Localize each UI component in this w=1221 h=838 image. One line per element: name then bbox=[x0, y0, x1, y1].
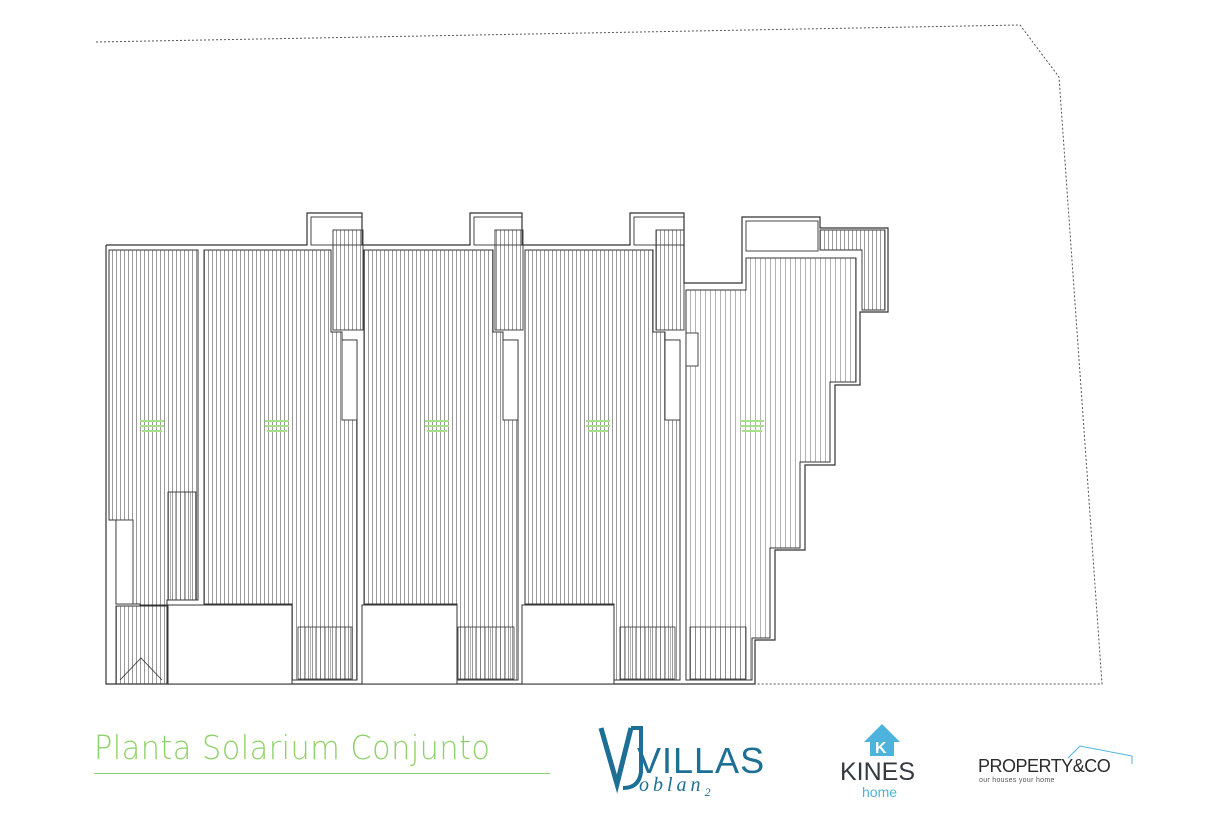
floor-plan-drawing bbox=[95, 24, 1103, 685]
villas-oblanco-logo: VILLAS oblan2 bbox=[595, 722, 765, 802]
villas-sub-text: oblan bbox=[639, 774, 705, 796]
stair-towers bbox=[310, 216, 886, 331]
roof-line-icon bbox=[1067, 745, 1133, 764]
plan-title: Planta Solarium Conjunto bbox=[94, 728, 491, 767]
roof-panels bbox=[108, 249, 857, 681]
property-co-logo: PROPERTY&CO our houses your home bbox=[978, 744, 1138, 794]
villas-v-icon bbox=[598, 726, 643, 794]
bottom-openings bbox=[167, 604, 615, 685]
service-shafts bbox=[115, 332, 699, 605]
bottom-left-stair bbox=[115, 605, 168, 685]
property-tagline: our houses your home bbox=[979, 777, 1055, 784]
room-label-marks bbox=[140, 420, 764, 432]
kines-sub: home bbox=[862, 784, 898, 800]
villas-sub: oblan2 bbox=[639, 774, 711, 800]
svg-text:K: K bbox=[875, 740, 887, 757]
house-icon: K bbox=[864, 724, 900, 757]
plot-boundary bbox=[95, 24, 1103, 685]
property-word: PROPERTY&CO bbox=[978, 756, 1111, 776]
building-outline bbox=[105, 212, 889, 685]
title-underline bbox=[94, 773, 550, 774]
villas-sub-digit: 2 bbox=[704, 785, 711, 799]
vent-grids bbox=[297, 626, 747, 680]
kines-word: KINES bbox=[840, 758, 916, 786]
roof-panel-5 bbox=[685, 257, 857, 681]
kines-home-logo: K KINES home bbox=[832, 722, 932, 802]
villas-word: VILLAS bbox=[637, 740, 766, 781]
